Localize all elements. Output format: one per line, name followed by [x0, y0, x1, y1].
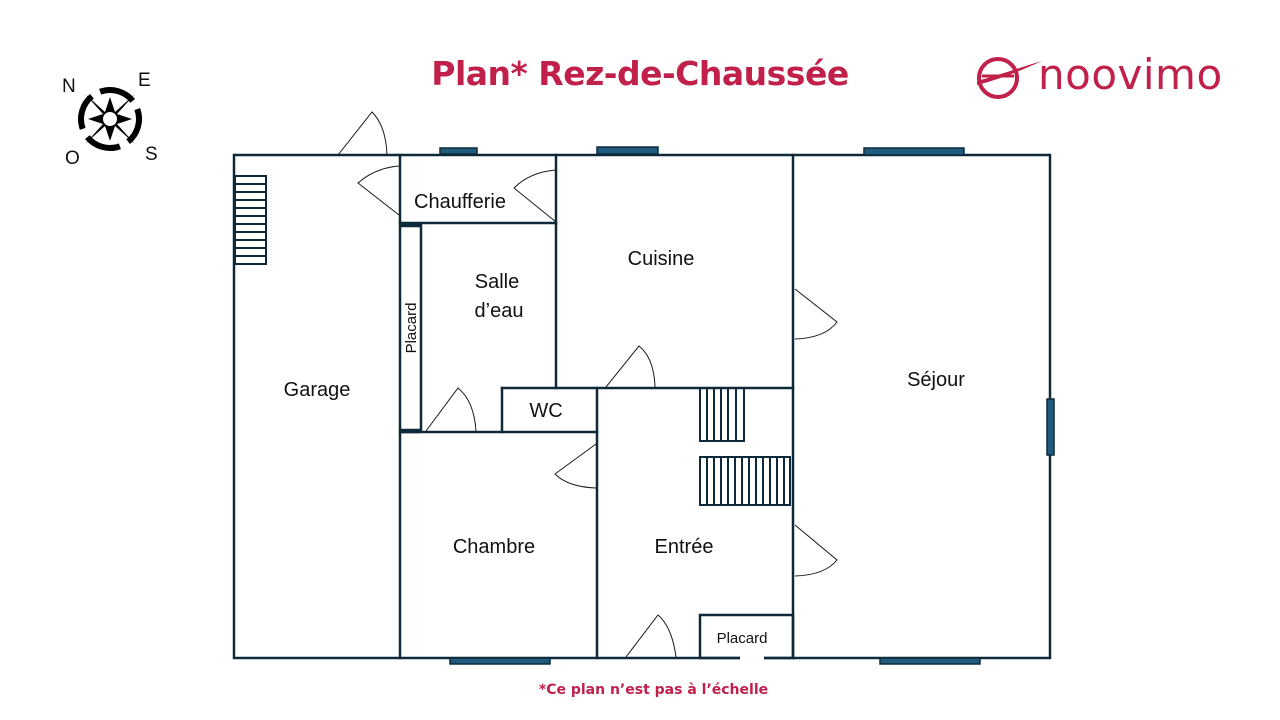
window: [439, 147, 478, 155]
compass-rose-icon: [78, 87, 142, 151]
brand-swoosh-icon: [977, 57, 1042, 99]
door-garage-exterior[interactable]: [337, 111, 388, 156]
door-chaufferie-cuisine[interactable]: [513, 169, 557, 223]
stairs-entree: [699, 387, 791, 506]
compass-north-label: N: [62, 76, 76, 97]
brand-name: noovimo: [1038, 50, 1223, 99]
door-chambre[interactable]: [554, 443, 597, 489]
room-label-cuisine: Cuisine: [628, 248, 695, 270]
window: [596, 146, 659, 155]
room-label-chambre: Chambre: [453, 536, 535, 558]
scale-disclaimer: *Ce plan n’est pas à l’échelle: [0, 682, 1280, 698]
door-salle-deau[interactable]: [425, 387, 477, 432]
room-label-placard-left: Placard: [403, 303, 420, 354]
room-label-entree: Entrée: [655, 536, 714, 558]
window: [879, 657, 981, 665]
room-label-placard-entree: Placard: [717, 630, 768, 647]
page-title-text: Plan* Rez-de-Chaussée: [431, 54, 849, 93]
room-label-wc: WC: [529, 400, 562, 422]
door-sejour-north[interactable]: [794, 288, 838, 340]
room-label-chaufferie: Chaufferie: [414, 191, 506, 213]
room-label-salle-deau-2: d’eau: [475, 300, 524, 322]
window: [1046, 398, 1055, 456]
window: [863, 147, 965, 156]
door-sejour-south[interactable]: [794, 524, 838, 577]
compass-east-label: E: [138, 70, 151, 91]
outer-wall: [232, 153, 1052, 660]
compass-south-label: S: [145, 144, 158, 165]
compass-west-label: O: [65, 148, 80, 169]
scale-disclaimer-text: *Ce plan n’est pas à l’échelle: [538, 682, 769, 698]
stairs-garage: [234, 175, 267, 265]
room-label-salle-deau-1: Salle: [475, 271, 519, 293]
page-title: Plan* Rez-de-Chaussée: [0, 54, 1280, 93]
window: [449, 657, 551, 665]
door-garage-chaufferie[interactable]: [357, 165, 400, 216]
room-label-sejour: Séjour: [907, 369, 965, 391]
room-label-garage: Garage: [284, 379, 351, 401]
door-cuisine[interactable]: [605, 345, 656, 388]
door-entree[interactable]: [625, 614, 677, 658]
